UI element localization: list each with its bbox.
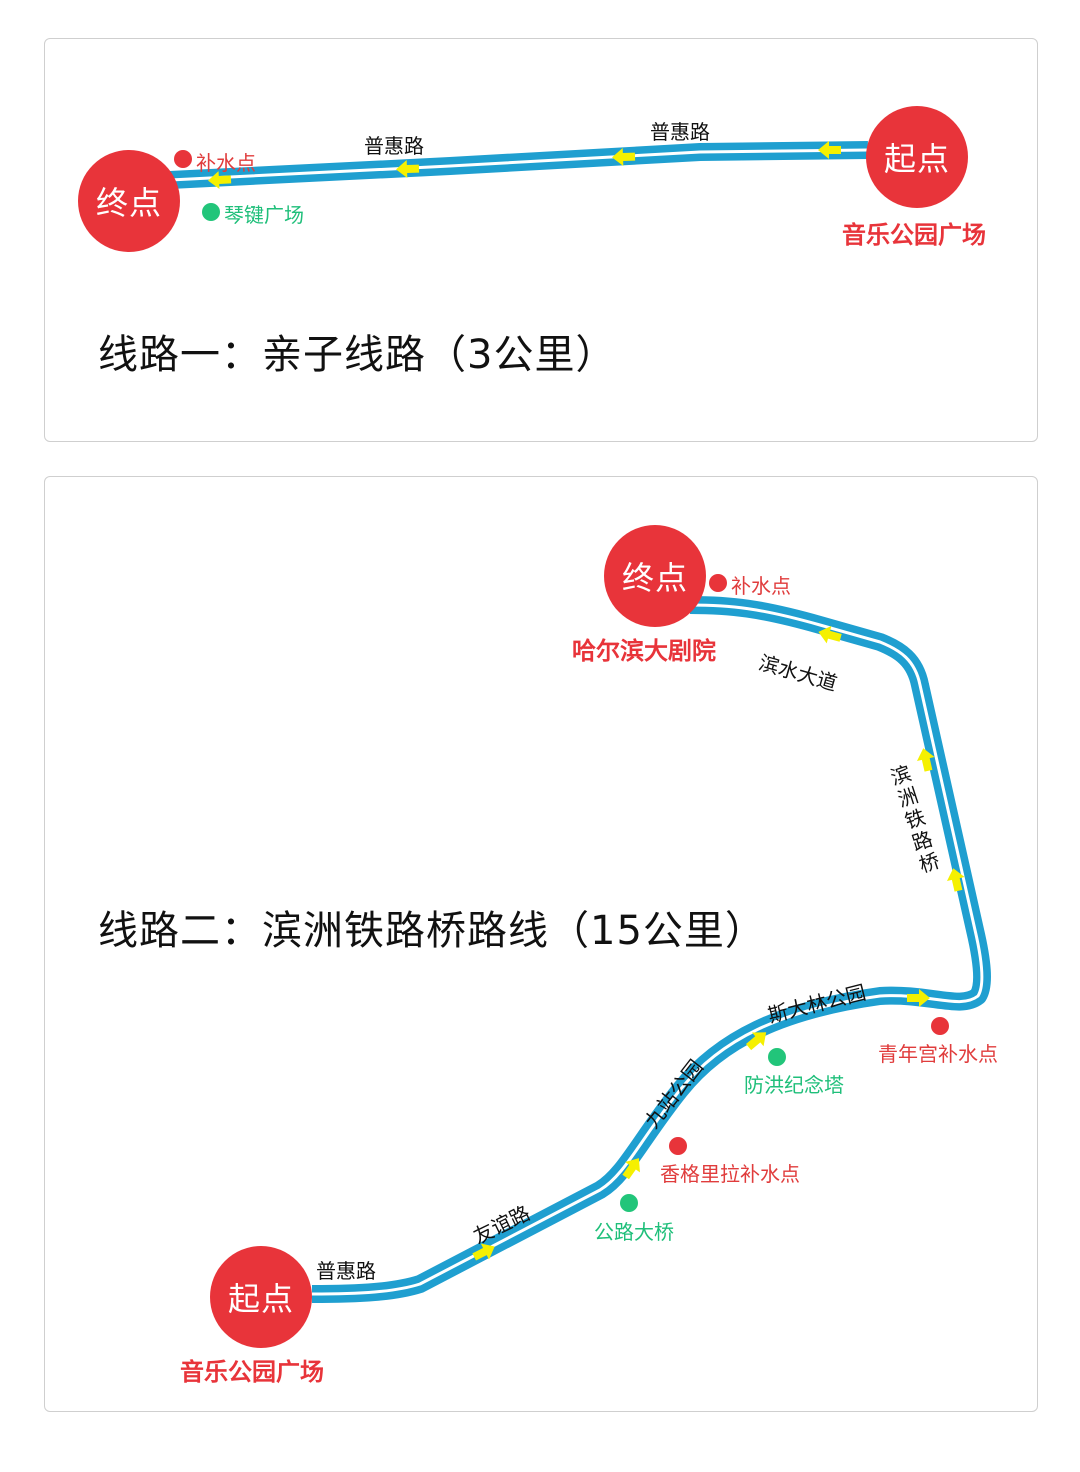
route2-road-label: 普惠路 [316, 1259, 376, 1283]
route1-path-center [169, 148, 869, 182]
route1-end-circle: 终点 [78, 150, 180, 252]
route1-end-label: 终点 [95, 184, 162, 222]
route2-direction-arrow [917, 748, 935, 772]
route2-end-water-point-label: 补水点 [731, 574, 791, 598]
route-one-panel [44, 38, 1038, 442]
route2-end-circle: 终点 [604, 525, 706, 627]
route2-water-point-dot [669, 1137, 687, 1155]
route1-direction-arrow [818, 141, 841, 159]
route1-start-circle: 起点 [866, 106, 968, 208]
route1-road-label: 普惠路 [364, 134, 424, 158]
route1-direction-arrow [208, 171, 232, 190]
route1-title: 线路一：亲子线路（3公里） [98, 332, 617, 378]
route1-landmark-label: 琴键广场 [224, 203, 304, 227]
route2-water-point-dot [931, 1017, 949, 1035]
route2-direction-arrow [907, 989, 930, 1007]
route1-start-label: 起点 [883, 140, 950, 178]
route2-start-place: 音乐公园广场 [180, 1358, 324, 1386]
route2-landmark-label: 公路大桥 [594, 1220, 674, 1244]
route2-start-circle: 起点 [210, 1246, 312, 1348]
route2-path-center [311, 603, 984, 1296]
route2-direction-arrow [746, 1032, 767, 1051]
route1-start-place: 音乐公园广场 [842, 221, 986, 249]
route2-start-label: 起点 [227, 1280, 294, 1318]
route2-direction-arrow [818, 626, 842, 644]
route2-direction-arrow [472, 1243, 495, 1261]
route2-landmark-dot [768, 1048, 786, 1066]
route1-water-point-dot [174, 150, 192, 168]
route2-water-point-label: 青年宫补水点 [878, 1042, 998, 1066]
route2-water-point-label: 香格里拉补水点 [660, 1162, 800, 1186]
route2-end-label: 终点 [621, 559, 688, 597]
route1-direction-arrow [396, 160, 420, 179]
route1-water-point-label: 补水点 [196, 151, 256, 175]
route2-end-place: 哈尔滨大剧院 [572, 637, 716, 665]
route2-title: 线路二：滨洲铁路桥路线（15公里） [98, 908, 766, 954]
route2-landmark-dot [620, 1194, 638, 1212]
route2-landmark-label: 防洪纪念塔 [744, 1073, 844, 1097]
route2-direction-arrow [947, 868, 965, 892]
route1-road-label: 普惠路 [650, 120, 710, 144]
route1-direction-arrow [612, 148, 636, 167]
route2-end-water-point-dot [709, 574, 727, 592]
route1-landmark-dot [202, 203, 220, 221]
route2-direction-arrow [622, 1158, 640, 1180]
